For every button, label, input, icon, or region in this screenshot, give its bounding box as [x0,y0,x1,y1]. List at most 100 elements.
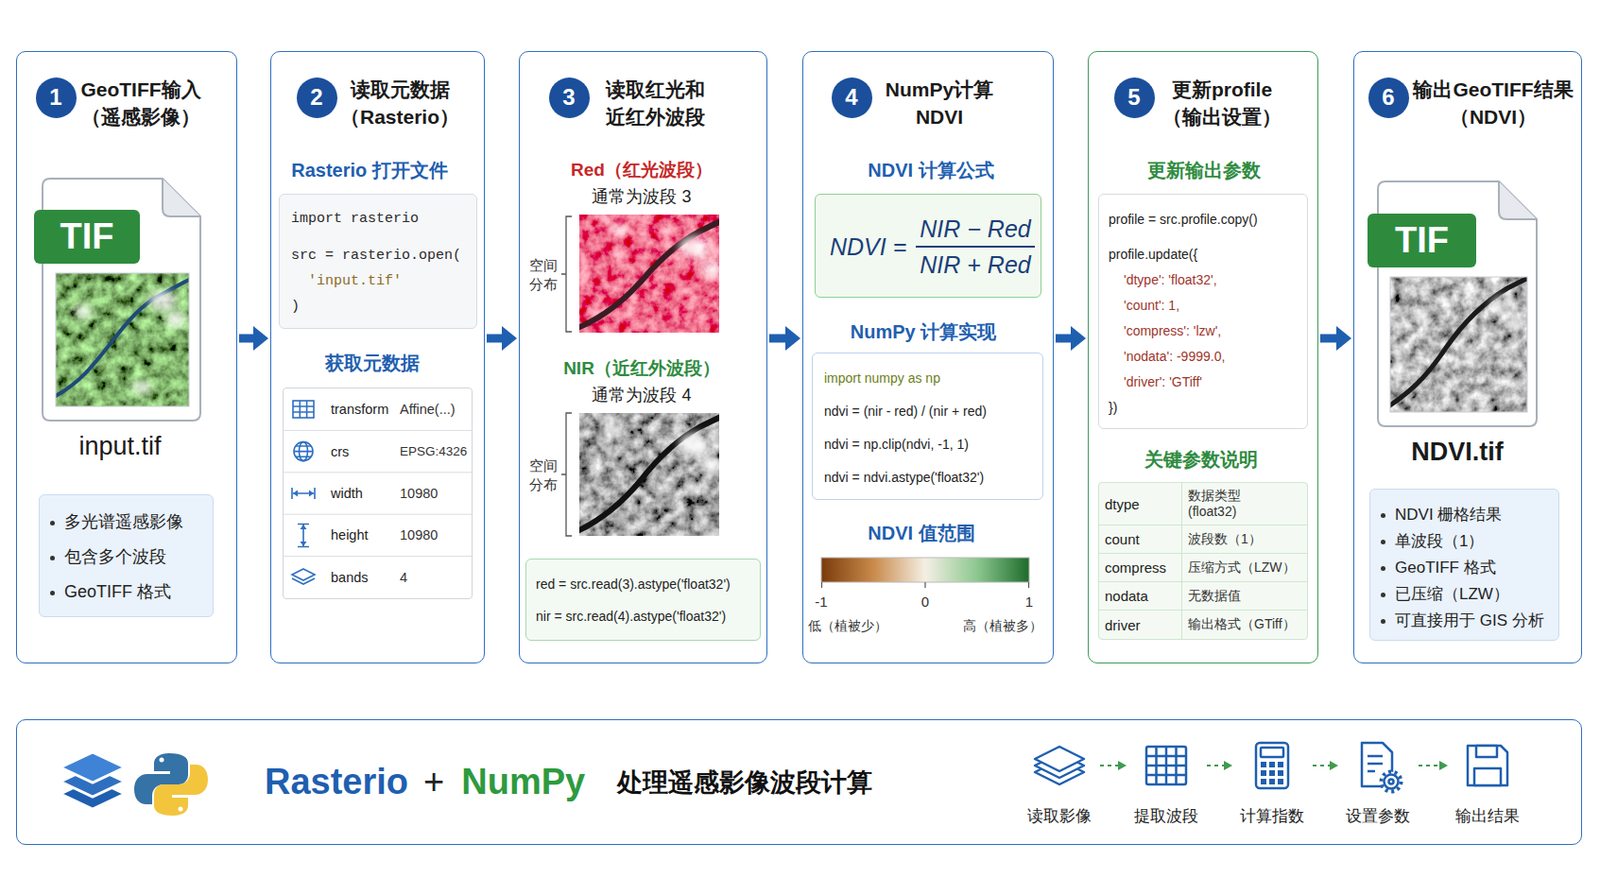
bullet-row: NDVI 栅格结果 [1370,501,1559,529]
clouds [1410,295,1523,330]
bullet-text: GeoTIFF 格式 [64,574,172,610]
bullet-row: 单波段（1） [1370,528,1559,555]
table-cell: EPSG:4326 [394,430,472,472]
file-name: input.tif [78,431,161,462]
cell-text: EPSG:4326 [399,444,467,459]
code-line: ndvi = ndvi.astype('float32') [824,461,984,495]
globe-icon [293,442,313,462]
code-line: ndvi = np.clip(ndvi, -1, 1) [824,428,969,462]
code-line: src = rasterio.open( [291,242,462,269]
cell-text: 压缩方式（LZW） [1187,559,1296,577]
text-holder: 获取元数据 [325,350,420,377]
cloud [132,381,152,394]
bullet-text: NDVI 栅格结果 [1394,501,1502,529]
code-line: 'driver': 'GTiff' [1123,369,1203,396]
banner-text: + [423,761,445,803]
code-row: ndvi = ndvi.astype('float32') [824,460,1043,494]
text-holder: 5 [1127,84,1140,111]
text-holder: 输出结果 [1455,805,1520,827]
cell-text: count [1104,531,1140,548]
code-line: profile = src.profile.copy() [1108,206,1258,233]
text-holder: 读取红光和 近红外波段 [605,75,706,132]
table-cell: Affine(...) [394,388,472,431]
layers-logo [60,752,125,809]
step-digit: 6 [1381,84,1394,111]
text-holder: 读取元数据 （Rasterio） [340,75,460,132]
band-note: 通常为波段 4 [591,383,691,407]
scale-label: 1 [1025,593,1033,610]
table-icons [292,400,315,585]
key [1277,770,1284,776]
bullet-text: 多光谱遥感影像 [64,504,184,540]
flow-arrow [486,334,504,344]
panel-heading: 更新profile （输出设置） [1162,75,1282,132]
cell-text: dtype [1104,496,1140,513]
cloud [1410,310,1426,323]
step-digit: 1 [49,84,62,111]
bracket [561,216,572,332]
panel-heading: 读取元数据 （Rasterio） [340,75,460,132]
bullet-list: 多光谱遥感影像包含多个波段GeoTIFF 格式 [38,494,214,618]
text-holder: 设置参数 [1345,805,1411,827]
table-cell: 压缩方式（LZW） [1182,553,1308,583]
cell-text: 无数据值 [1187,587,1241,605]
text-holder: NDVI = [829,233,907,261]
document-lines [1367,756,1383,772]
grid-icon [292,400,314,418]
dashed-arrow [1206,764,1225,767]
code-line: ) [291,293,300,320]
red-band-image [579,214,720,333]
flow-arrow [1055,334,1073,344]
code-line: 'compress': 'lzw', [1123,318,1222,345]
table-cell: bands [325,556,395,599]
table-cell: dtype [1099,482,1183,526]
flow-icons [1034,742,1508,792]
python-eye [159,757,165,763]
panel-heading: 读取红光和 近红外波段 [605,75,706,132]
key [1269,778,1275,785]
height-icon [297,524,310,548]
flow-arrow [239,334,256,344]
section-title: 更新输出参数 [1147,157,1261,184]
step-digit: 2 [309,84,323,111]
clouds [606,424,720,474]
code-row: 'count': 1, [1108,292,1308,318]
step-number: 6 [1368,77,1410,119]
table-cell: height [325,514,395,556]
text-holder: NDVI 计算公式 [867,157,994,184]
section-title: NDVI 值范围 [867,520,975,547]
key [1269,761,1275,768]
cell-text: Affine(...) [399,401,456,417]
text-holder: 4 [844,84,858,111]
key [1277,778,1284,785]
flow-icon: 提取波段 [1127,735,1205,832]
text-holder: NDVI.tif [1410,437,1504,467]
formula-numerator: NIR − Red [915,214,1035,248]
scale-label: 0 [921,593,930,610]
formula-box: NDVI =NIR − RedNIR + Red [814,193,1042,298]
text-holder: Rasterio [264,761,409,803]
file-fold [162,178,201,217]
table-icon [1146,746,1187,785]
cloud [679,432,710,456]
scale-label: -1 [814,593,827,610]
step-digit: 5 [1127,84,1140,111]
icon-label: 提取波段 [1134,805,1199,827]
table-row-lines [282,430,473,556]
text-holder: 1 [1025,593,1033,611]
clouds [74,291,186,394]
code-line: 'input.tif' [308,268,402,294]
step-number: 4 [831,77,873,119]
table-cell: 输出格式（GTiff） [1182,610,1308,639]
cell-text: bands [330,569,369,585]
table-cell: 10980 [394,472,472,515]
cell-text: 波段数（1） [1187,531,1262,549]
table-cell: 波段数（1） [1182,525,1308,554]
dashed-arrow [1100,764,1119,767]
text-holder: 关键参数说明 [1144,447,1258,473]
code-row: 'driver': 'GTiff' [1108,368,1308,395]
python-yellow [154,764,208,816]
text-holder: 6 [1381,84,1394,111]
step-panel: 输出GeoTIFF结果 （NDVI）6TIFNDVI.tifNDVI 栅格结果单… [1353,51,1583,664]
